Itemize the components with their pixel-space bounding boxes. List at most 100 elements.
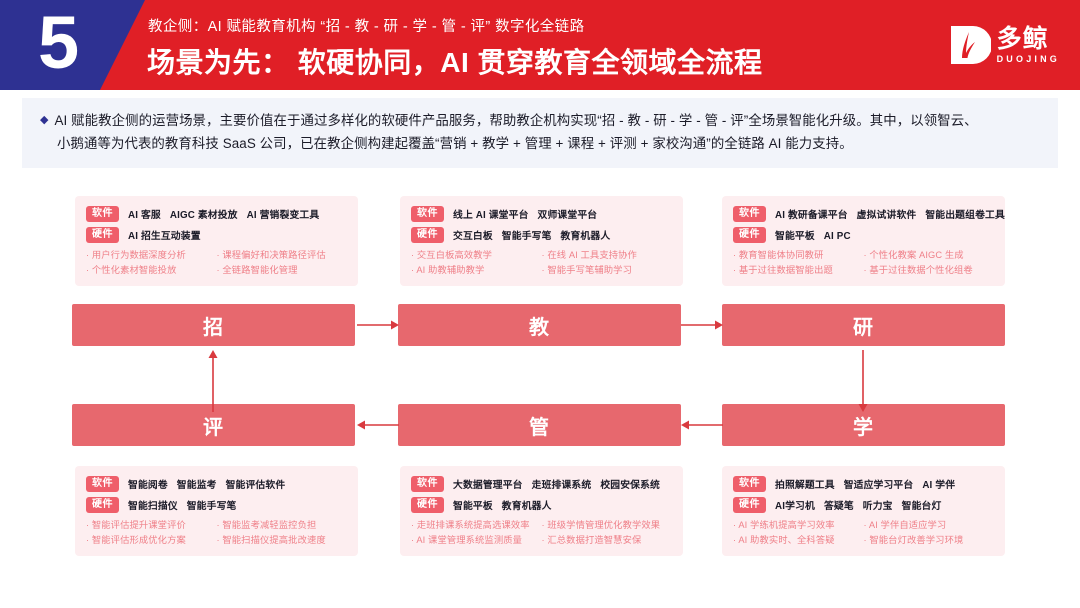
benefit-bullets: 用户行为数据深度分析课程偏好和决策路径评估个性化素材智能投放全链路智能化管理 [86,248,347,277]
product-item: 智能阅卷 [128,480,168,491]
product-item: 校园安保系统 [600,480,661,491]
benefit-item: 基于过往数据个性化组卷 [864,263,995,278]
benefit-item: AI 学练机提高学习效率 [733,518,864,533]
description-line-1: ◆ AI 赋能教企侧的运营场景，主要价值在于通过多样化的软硬件产品服务，帮助教企… [40,109,1040,132]
benefit-bullets: AI 学练机提高学习效率AI 学伴自适应学习AI 助教实时、全科答疑智能台灯改善… [733,518,994,547]
benefit-item: 智能台灯改善学习环境 [864,533,995,548]
benefit-item: 走班排课系统提高选课效率 [411,518,542,533]
whale-logo-icon [949,24,992,66]
product-item: 智能出题组卷工具 [925,210,1005,221]
software-items: 智能阅卷智能监考智能评估软件 [128,477,285,491]
arrow-right-icon [357,319,399,331]
arrow-left-icon [357,419,399,431]
hardware-tag: 硬件 [411,227,444,243]
product-item: 虚拟试讲软件 [856,210,917,221]
software-tag: 软件 [86,206,119,222]
header-subtitle: 教企侧：AI 赋能教育机构 “招 - 教 - 研 - 学 - 管 - 评” 数字… [148,19,585,35]
benefit-item: AI 课堂管理系统监测质量 [411,533,542,548]
product-item: 双师课堂平台 [537,210,598,221]
page-title: 场景为先： 软硬协同，AI 贯穿教育全领域全流程 [147,47,763,78]
flow-stage-xue[interactable]: 学 [722,404,1005,446]
hardware-row: 硬件 智能平板教育机器人 [411,497,672,513]
hardware-tag: 硬件 [86,227,119,243]
software-tag: 软件 [733,476,766,492]
benefit-item: AI 助教实时、全科答疑 [733,533,864,548]
flow-stage-zhao[interactable]: 招 [72,304,355,346]
product-item: 智能平板 [775,231,815,242]
hardware-items: 智能平板教育机器人 [453,498,552,512]
product-item: AI 招生互动装置 [128,231,201,242]
arrow-left-icon [681,419,723,431]
hardware-row: 硬件 AI 招生互动装置 [86,227,347,243]
slide-header: 5 教企侧：AI 赋能教育机构 “招 - 教 - 研 - 学 - 管 - 评” … [0,0,1080,90]
product-item: 听力宝 [862,501,893,512]
hardware-items: 智能平板 AI PC [775,228,851,242]
logo-text-en: DUOJING [996,53,1060,64]
product-item: 智适应学习平台 [843,480,914,491]
benefit-item: 智能监考减轻监控负担 [217,518,348,533]
software-row: 软件 线上 AI 课堂平台双师课堂平台 [411,206,672,222]
product-item: AIGC 素材投放 [169,210,238,221]
benefit-item: 个性化素材智能投放 [86,263,217,278]
hardware-items: 智能扫描仪智能手写笔 [128,498,236,512]
product-item: 线上 AI 课堂平台 [453,210,529,221]
product-item: 走班排课系统 [531,480,592,491]
description-text-1: AI 赋能教企侧的运营场景，主要价值在于通过多样化的软硬件产品服务，帮助教企机构… [54,113,978,128]
software-tag: 软件 [411,476,444,492]
diamond-bullet-icon: ◆ [40,114,49,126]
product-item: 智能台灯 [901,501,942,512]
product-item: 智能手写笔 [501,231,552,242]
benefit-item: 全链路智能化管理 [217,263,348,278]
product-item: 智能手写笔 [186,501,237,512]
benefit-item: 用户行为数据深度分析 [86,248,217,263]
benefit-item: 个性化教案 AIGC 生成 [864,248,995,263]
flow-stage-yan[interactable]: 研 [722,304,1005,346]
flow-stage-guan[interactable]: 管 [398,404,681,446]
hardware-items: 交互白板智能手写笔教育机器人 [453,228,610,242]
description-line-2: 小鹅通等为代表的教育科技 SaaS 公司，已在教企侧构建起覆盖“营销 + 教学 … [40,132,1040,155]
product-item: 智能平板 [453,501,493,512]
product-item: 智能监考 [176,480,217,491]
software-tag: 软件 [86,476,119,492]
benefit-item: AI 助教辅助教学 [411,263,542,278]
software-items: 大数据管理平台走班排课系统校园安保系统 [453,477,660,491]
logo-text-cn: 多鲸 [996,25,1049,54]
software-items: 线上 AI 课堂平台双师课堂平台 [453,207,597,221]
product-item: AI PC [823,231,851,242]
benefit-item: 交互白板高效教学 [411,248,542,263]
benefit-item: 在线 AI 工具支持协作 [542,248,673,263]
software-row: 软件 大数据管理平台走班排课系统校园安保系统 [411,476,672,492]
product-item: AI 营销裂变工具 [246,210,320,221]
software-items: AI 教研备课平台虚拟试讲软件智能出题组卷工具 [775,207,1005,221]
product-item: 交互白板 [453,231,493,242]
product-item: AI 教研备课平台 [775,210,848,221]
software-row: 软件 AI 教研备课平台虚拟试讲软件智能出题组卷工具 [733,206,1005,222]
benefit-item: 教育智能体协同教研 [733,248,864,263]
product-item: 智能扫描仪 [128,501,178,512]
hardware-tag: 硬件 [411,497,444,513]
product-item: 教育机器人 [560,231,611,242]
product-item: AI 学伴 [922,480,956,491]
benefit-item: 智能评估提升课堂评价 [86,518,217,533]
product-item: 教育机器人 [501,501,552,512]
software-tag: 软件 [733,206,766,222]
hardware-row: 硬件 交互白板智能手写笔教育机器人 [411,227,672,243]
arrow-up-icon [207,350,219,412]
benefit-item: 基于过往数据智能出题 [733,263,864,278]
benefit-bullets: 智能评估提升课堂评价智能监考减轻监控负担智能评估形成优化方案智能扫描仪提高批改速… [86,518,347,547]
benefit-bullets: 教育智能体协同教研个性化教案 AIGC 生成基于过往数据智能出题基于过往数据个性… [733,248,994,277]
benefit-item: 智能扫描仪提高批改速度 [217,533,348,548]
product-item: AI学习机 [775,501,815,512]
hardware-tag: 硬件 [733,497,766,513]
description-text-2: 小鹅通等为代表的教育科技 SaaS 公司，已在教企侧构建起覆盖“营销 + 教学 … [57,136,853,151]
flow-stage-jiao[interactable]: 教 [398,304,681,346]
benefit-item: 智能评估形成优化方案 [86,533,217,548]
